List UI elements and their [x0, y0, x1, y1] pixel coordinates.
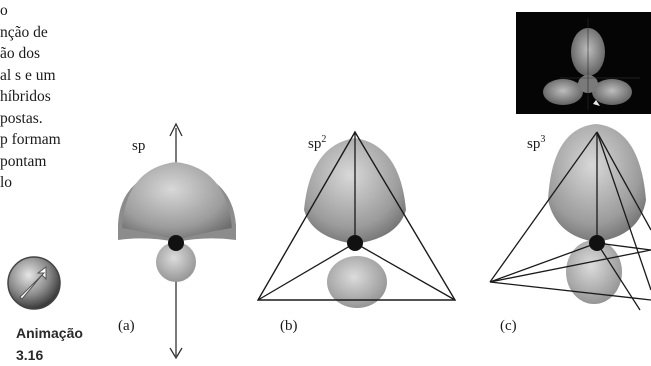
hybrid-label-base: sp [132, 138, 145, 154]
panel-label-a: (a) [118, 318, 135, 335]
orbital-photo-inset [516, 12, 651, 114]
panel-label-c: (c) [500, 318, 517, 335]
large-lobe [122, 162, 232, 240]
sp-orbital-diagram [118, 124, 236, 358]
panel-label-b: (b) [280, 318, 298, 335]
hybrid-label-sup: 3 [540, 134, 545, 145]
sp2-orbital-diagram [258, 132, 455, 308]
hybrid-label-base: sp [308, 136, 321, 152]
sp3-orbital-diagram [490, 124, 651, 310]
hybrid-label-sup: 2 [321, 134, 326, 145]
hybrid-label-sp3: sp3 [527, 134, 545, 153]
hybrid-label-base: sp [527, 136, 540, 152]
hybrid-label-sp2: sp2 [308, 134, 326, 153]
hybrid-label-sp: sp [132, 136, 145, 155]
nucleus-dot [168, 235, 184, 251]
sp3-nucleus-dot [589, 235, 605, 251]
sp2-nucleus-dot [347, 235, 363, 251]
